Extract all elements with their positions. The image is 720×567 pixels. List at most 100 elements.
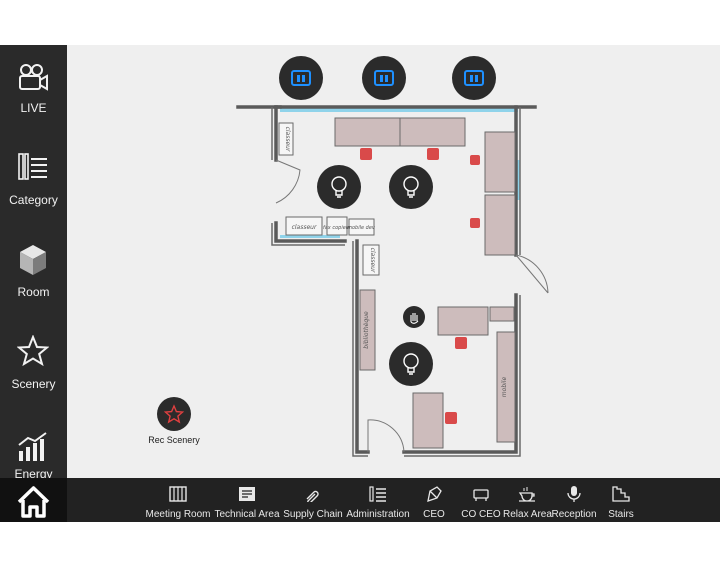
sidebar-item-label: LIVE (20, 101, 47, 115)
floor-plan: classeur classeur fax copieur mobile dev… (236, 105, 549, 457)
category-label: Relax Area (503, 509, 552, 520)
star-icon (17, 335, 49, 367)
sidebar-item-category[interactable]: Category (0, 151, 67, 231)
blind-icon (374, 70, 394, 86)
star-icon (163, 404, 185, 424)
walls (236, 105, 537, 454)
rec-scenery-button[interactable] (157, 397, 191, 431)
category-reception[interactable]: Reception (551, 478, 597, 522)
desk (437, 306, 489, 336)
chair (455, 337, 467, 349)
ceo-icon (427, 486, 442, 502)
touch-control[interactable] (403, 306, 425, 328)
door-right (515, 254, 549, 294)
blind-control-1[interactable] (279, 56, 323, 100)
sidebar-item-room[interactable]: Room (0, 243, 67, 323)
technical-area-icon (239, 487, 255, 501)
sidebar: LIVE Category Room Scenery Energy (0, 45, 67, 481)
category-stairs[interactable]: Stairs (604, 478, 638, 522)
chair (360, 148, 372, 160)
desk (484, 131, 516, 193)
category-label: Meeting Room (145, 509, 211, 520)
desk (496, 331, 516, 443)
door-left (275, 159, 301, 204)
window-left (280, 235, 340, 238)
category-co-ceo[interactable]: CO CEO (458, 478, 504, 522)
door-bottom (367, 419, 405, 453)
blind-control-3[interactable] (452, 56, 496, 100)
blind-control-2[interactable] (362, 56, 406, 100)
co-ceo-icon (473, 489, 489, 501)
category-label: Stairs (608, 509, 634, 520)
category-label: CEO (423, 509, 445, 520)
sidebar-item-label: Scenery (11, 377, 56, 391)
sidebar-item-live[interactable]: LIVE (0, 63, 67, 143)
desk (484, 194, 516, 256)
bookshelf (359, 289, 376, 371)
cabinet (362, 244, 380, 276)
category-meeting-room[interactable]: Meeting Room (144, 478, 212, 522)
label-mobile: mobile (501, 377, 508, 398)
video-camera-icon (19, 64, 48, 91)
category-label: Administration (346, 509, 410, 520)
reception-icon (567, 486, 581, 502)
app-window: classeur classeur fax copieur mobile dev… (0, 45, 720, 522)
category-label: Reception (551, 509, 597, 520)
sidebar-item-label: Room (17, 285, 50, 299)
window-right (516, 160, 520, 200)
wall-inner-lines (271, 107, 521, 457)
category-label: CO CEO (461, 509, 501, 520)
meeting-room-icon (169, 486, 187, 502)
category-ceo[interactable]: CEO (418, 478, 450, 522)
energy-chart-icon (18, 432, 47, 461)
cabinet (326, 216, 348, 236)
category-icon (18, 153, 47, 180)
sidebar-item-scenery[interactable]: Scenery (0, 335, 67, 415)
label-fax-copieur: fax copieur (323, 225, 352, 231)
chair (445, 412, 457, 424)
category-supply-chain[interactable]: Supply Chain (282, 478, 344, 522)
category-administration[interactable]: Administration (344, 478, 412, 522)
light-bulb-icon (331, 176, 347, 198)
bottom-bar: Meeting Room Technical Area Supply Chain… (0, 478, 720, 522)
stairs-icon (612, 486, 630, 502)
blind-icon (291, 70, 311, 86)
light-control-1[interactable] (317, 165, 361, 209)
cabinet (348, 218, 375, 236)
desk (399, 117, 466, 147)
category-technical-area[interactable]: Technical Area (212, 478, 282, 522)
chair (427, 148, 439, 160)
category-label: Technical Area (214, 509, 280, 520)
cabinet (285, 216, 323, 236)
light-control-2[interactable] (389, 165, 433, 209)
chairs (360, 148, 480, 424)
home-icon (17, 486, 50, 518)
desk (412, 392, 444, 449)
label-classeur: classeur (369, 248, 376, 273)
chair (470, 218, 480, 228)
light-control-3[interactable] (389, 342, 433, 386)
light-bulb-icon (403, 353, 419, 375)
category-relax-area[interactable]: Relax Area (503, 478, 552, 522)
desk (334, 117, 401, 147)
sidebar-item-label: Category (9, 193, 58, 207)
blind-icon (464, 70, 484, 86)
sidebar-item-label: Energy (14, 467, 53, 481)
label-bibliotheque: bibliothèque (363, 311, 370, 349)
cabinet (278, 122, 294, 156)
rec-scenery-label: Rec Scenery (148, 435, 200, 445)
light-bulb-icon (403, 176, 419, 198)
relax-area-icon (518, 487, 535, 502)
administration-icon (369, 486, 386, 502)
chair (470, 155, 480, 165)
supply-chain-icon (306, 490, 319, 502)
label-mobile-dev: mobile dev (347, 225, 376, 231)
desks (334, 117, 516, 449)
room-cube-icon (20, 245, 46, 275)
home-button[interactable] (0, 478, 67, 522)
desk (489, 306, 515, 322)
window-top (280, 108, 518, 112)
sidebar-item-energy[interactable]: Energy (0, 431, 67, 511)
label-classeur: classeur (284, 127, 291, 152)
hand-touch-icon (410, 313, 419, 324)
